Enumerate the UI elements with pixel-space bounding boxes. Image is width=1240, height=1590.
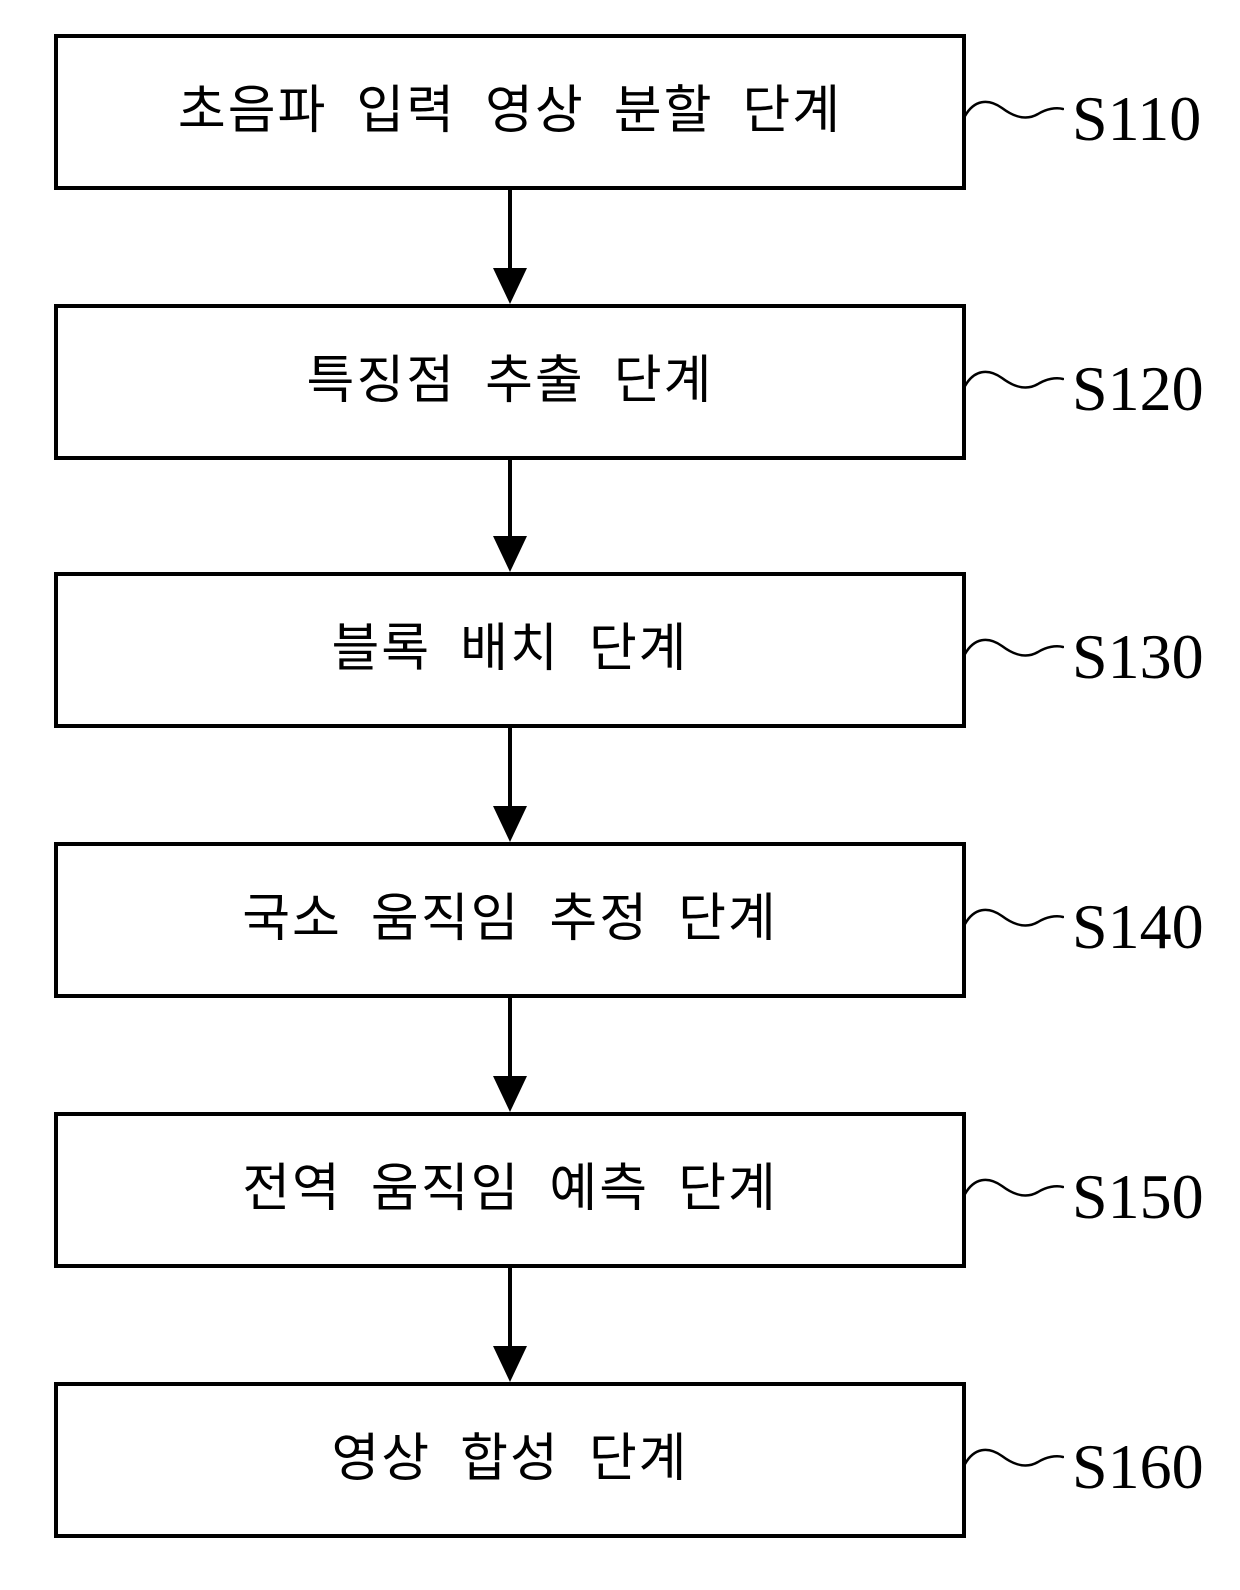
flow-arrow-down-icon [493,1268,527,1382]
arrow-shaft [508,998,512,1078]
step-ref-label: S120 [1072,353,1204,424]
step-ref-label: S150 [1072,1161,1204,1232]
step-label: 전역 움직임 예측 단계 [242,1161,778,1218]
step-box-s110: 초음파 입력 영상 분할 단계 [54,34,966,190]
step-ref-s160: S160 [964,1382,1204,1538]
arrow-shaft [508,460,512,538]
squiggle-connector-icon [964,638,1064,657]
arrow-shaft [508,1268,512,1348]
arrow-head [493,268,527,304]
flow-arrow-down-icon [493,190,527,304]
arrow-head [493,1076,527,1112]
arrow-head [493,536,527,572]
step-row-s130: 블록 배치 단계 S130 [0,572,1240,728]
squiggle-connector-icon [964,1448,1064,1467]
arrow-head [493,1346,527,1382]
step-label: 특징점 추출 단계 [306,353,714,410]
arrow-shaft [508,728,512,808]
step-box-s150: 전역 움직임 예측 단계 [54,1112,966,1268]
step-ref-label: S130 [1072,621,1204,692]
squiggle-connector-icon [964,100,1064,119]
step-label: 국소 움직임 추정 단계 [242,891,778,948]
step-row-s140: 국소 움직임 추정 단계 S140 [0,842,1240,998]
arrow-shaft [508,190,512,270]
step-box-s140: 국소 움직임 추정 단계 [54,842,966,998]
step-row-s150: 전역 움직임 예측 단계 S150 [0,1112,1240,1268]
step-ref-s120: S120 [964,304,1204,460]
step-ref-label: S110 [1072,83,1202,154]
flow-arrow-down-icon [493,998,527,1112]
step-ref-label: S140 [1072,891,1204,962]
step-row-s110: 초음파 입력 영상 분할 단계 S110 [0,34,1240,190]
step-label: 블록 배치 단계 [331,621,689,678]
flow-arrow-down-icon [493,460,527,572]
step-row-s120: 특징점 추출 단계 S120 [0,304,1240,460]
step-label: 초음파 입력 영상 분할 단계 [177,83,843,140]
step-ref-s140: S140 [964,842,1204,998]
flow-arrow-down-icon [493,728,527,842]
step-ref-label: S160 [1072,1431,1204,1502]
step-ref-s110: S110 [964,34,1201,190]
squiggle-connector-icon [964,370,1064,389]
step-box-s130: 블록 배치 단계 [54,572,966,728]
squiggle-connector-icon [964,1178,1064,1197]
step-label: 영상 합성 단계 [331,1431,689,1488]
step-row-s160: 영상 합성 단계 S160 [0,1382,1240,1538]
step-ref-s130: S130 [964,572,1204,728]
squiggle-connector-icon [964,908,1064,927]
step-box-s160: 영상 합성 단계 [54,1382,966,1538]
step-box-s120: 특징점 추출 단계 [54,304,966,460]
step-ref-s150: S150 [964,1112,1204,1268]
arrow-head [493,806,527,842]
